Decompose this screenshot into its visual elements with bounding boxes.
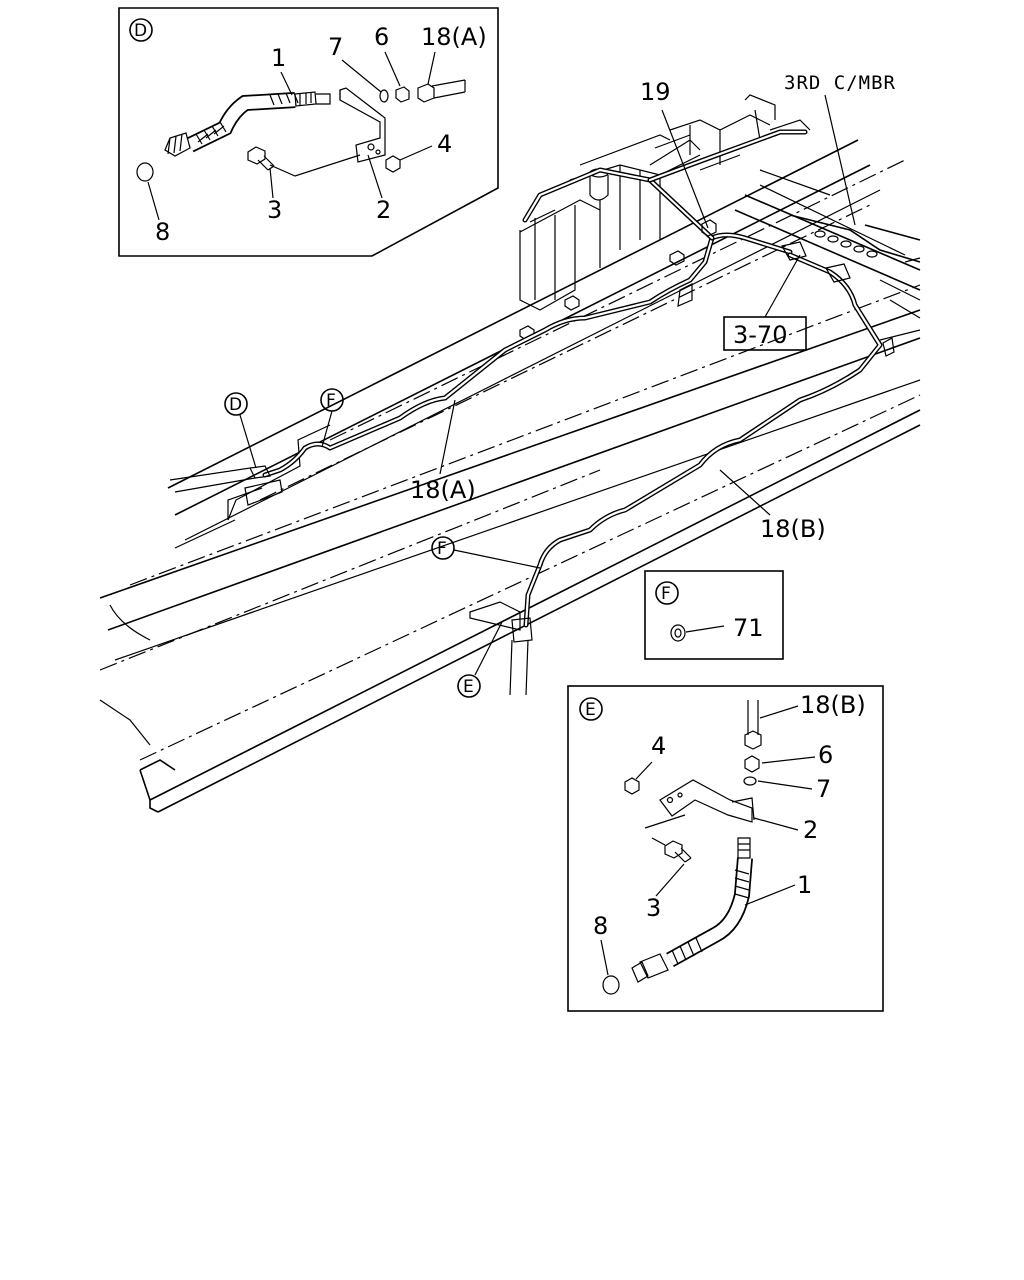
detail-e-o-ring [602, 975, 620, 995]
detail-d-marker [129, 18, 153, 42]
detail-e-label-2: 2 [803, 816, 818, 844]
svg-text:F: F [326, 391, 336, 411]
svg-text:E: E [585, 700, 596, 720]
detail-e-nut [624, 777, 640, 795]
detail-e-washer [743, 776, 757, 786]
svg-text:E: E [463, 677, 474, 697]
detail-d-label-1: 1 [271, 44, 286, 72]
detail-d-label-4: 4 [437, 130, 452, 158]
hose-connection-d [169, 465, 283, 520]
callout-e: E [457, 621, 503, 698]
detail-e-hose [631, 837, 753, 983]
detail-d-label-2: 2 [376, 196, 391, 224]
detail-d-label-3: 3 [267, 196, 282, 224]
label-3rd-crossmember: 3RD C/MBR [784, 72, 896, 94]
label-pipe-18b: 18(B) [760, 515, 826, 543]
detail-f-marker [655, 581, 679, 605]
detail-d-nut [385, 155, 401, 173]
detail-e-label-3: 3 [646, 894, 661, 922]
svg-text:D: D [134, 21, 147, 41]
detail-f-clip [670, 624, 686, 642]
label-pipe-18a: 18(A) [410, 476, 476, 504]
detail-d-panel: D [118, 7, 499, 257]
callout-d: D [224, 392, 257, 469]
svg-text:F: F [661, 584, 671, 604]
detail-d-pipe-end [417, 79, 466, 103]
label-part-19: 19 [640, 78, 671, 106]
detail-e-panel: E [567, 685, 884, 1012]
chassis-frame [99, 139, 921, 813]
detail-e-bracket [659, 779, 755, 823]
svg-text:F: F [437, 539, 447, 559]
callout-f-lower: F [431, 536, 541, 569]
detail-d-label-6: 6 [374, 23, 389, 51]
pipe-clips [781, 241, 851, 283]
detail-d-o-ring [136, 162, 154, 182]
detail-d-washer [379, 89, 389, 103]
main-labels: 3RD C/MBR 19 3-70 18(A) 18(B) [410, 72, 896, 543]
detail-d-label-18a: 18(A) [421, 23, 487, 51]
pipe-18b [523, 252, 895, 628]
detail-e-label-1: 1 [797, 871, 812, 899]
detail-e-marker [579, 697, 603, 721]
detail-e-pipe-end [744, 700, 762, 750]
detail-d-bolt [247, 146, 275, 171]
detail-e-bolt [664, 840, 692, 863]
pipe-18a [262, 129, 808, 478]
detail-e-label-6: 6 [818, 741, 833, 769]
svg-text:D: D [229, 395, 242, 415]
detail-d-hose [164, 91, 331, 157]
detail-e-label-8: 8 [593, 912, 608, 940]
detail-d-label-7: 7 [328, 33, 343, 61]
detail-d-label-8: 8 [155, 218, 170, 246]
detail-f-panel: F 71 [644, 570, 784, 660]
detail-d-flare-nut [395, 86, 410, 103]
detail-e-label-18b: 18(B) [800, 691, 866, 719]
detail-e-label-4: 4 [651, 732, 666, 760]
callout-f-upper: F [320, 388, 344, 448]
hose-connection-e [469, 601, 533, 696]
detail-e-flare-nut [744, 755, 760, 773]
label-ref-3-70: 3-70 [733, 321, 787, 349]
detail-e-label-7: 7 [816, 775, 831, 803]
detail-f-label-71: 71 [733, 614, 764, 642]
detail-d-bracket [339, 87, 386, 163]
